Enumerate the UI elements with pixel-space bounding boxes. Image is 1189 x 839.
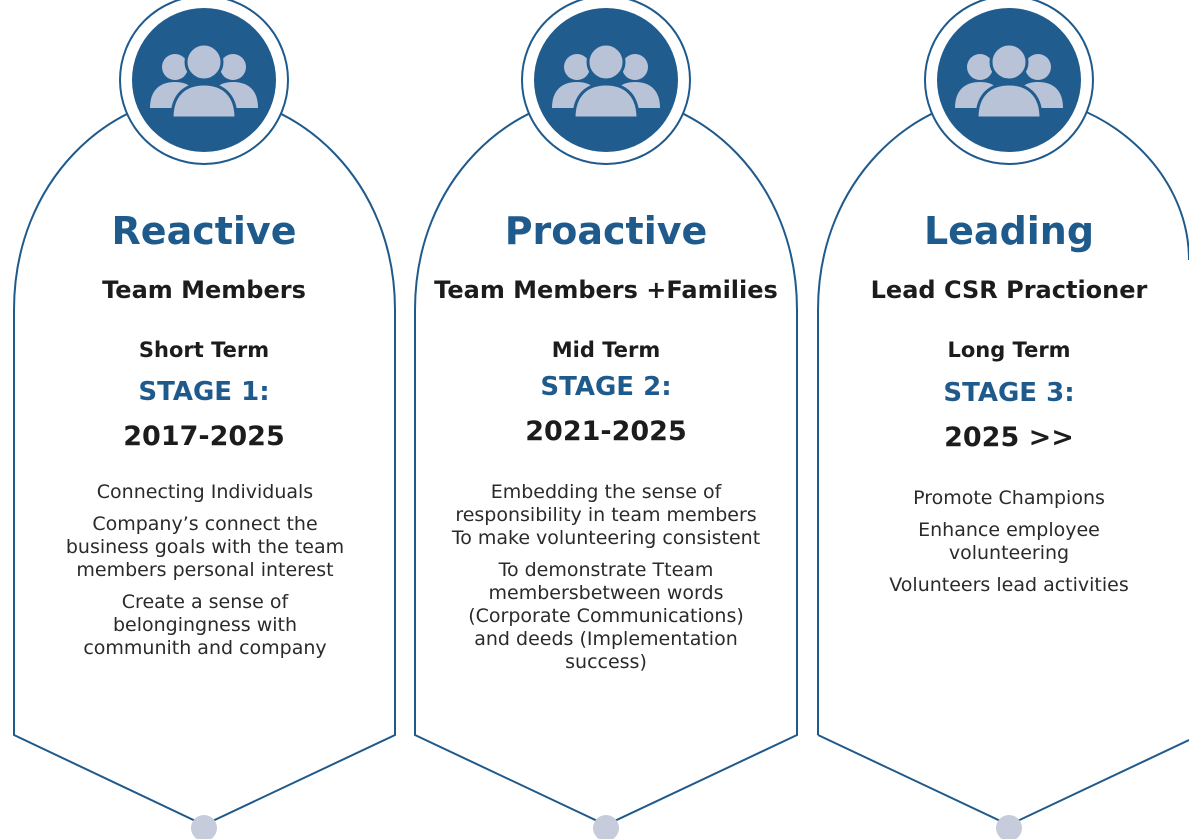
stage-1-audience: Team Members [102,276,306,304]
stage-2-items: Embedding the sense of responsibility in… [451,481,761,683]
stage-3-items: Promote Champions Enhance employee volun… [879,487,1139,606]
stage-1-items: Connecting Individuals Company’s connect… [60,481,350,669]
stage-3-years: 2025 >> [944,422,1074,453]
stage-3-label: STAGE 3: [943,378,1075,408]
stage-2-item: Embedding the sense of responsibility in… [451,481,761,549]
people-group-icon [552,42,660,120]
stage-1-item: Create a sense of belongingness with com… [83,591,327,659]
stage-3-bottom-dot [996,815,1022,839]
stage-1-term: Short Term [138,338,270,362]
people-group-icon [955,42,1063,120]
stage-3-term: Long Term [947,338,1071,362]
stage-2-bottom-dot [593,815,619,839]
stage-3-outline-bottom [817,734,1189,827]
stage-2-heading: Proactive [504,209,708,253]
stage-1-label: STAGE 1: [138,377,270,407]
stage-2-item: To demonstrate Tteam membersbetween word… [468,559,744,673]
stage-2-audience: Team Members +Families [434,276,778,304]
stage-2-years: 2021-2025 [525,416,687,447]
stage-1-item: Company’s connect the business goals wit… [65,513,345,581]
stage-1-item: Connecting Individuals [96,481,314,503]
stage-1-bottom-dot [191,815,217,839]
stage-1-heading: Reactive [111,209,297,253]
people-group-icon [150,42,258,120]
stage-3-outline [817,93,1189,735]
stage-3-item: Volunteers lead activities [889,574,1129,596]
stage-2-outline [414,93,798,827]
stage-1-outline [13,93,396,827]
stage-2-label: STAGE 2: [540,372,672,402]
stage-3-item: Promote Champions [913,487,1105,509]
stage-3-item: Enhance employee volunteering [918,519,1100,564]
stage-1-years: 2017-2025 [123,421,285,452]
stage-3-heading: Leading [923,209,1095,253]
stage-2-term: Mid Term [551,338,661,362]
stage-3-audience: Lead CSR Practioner [870,276,1148,304]
